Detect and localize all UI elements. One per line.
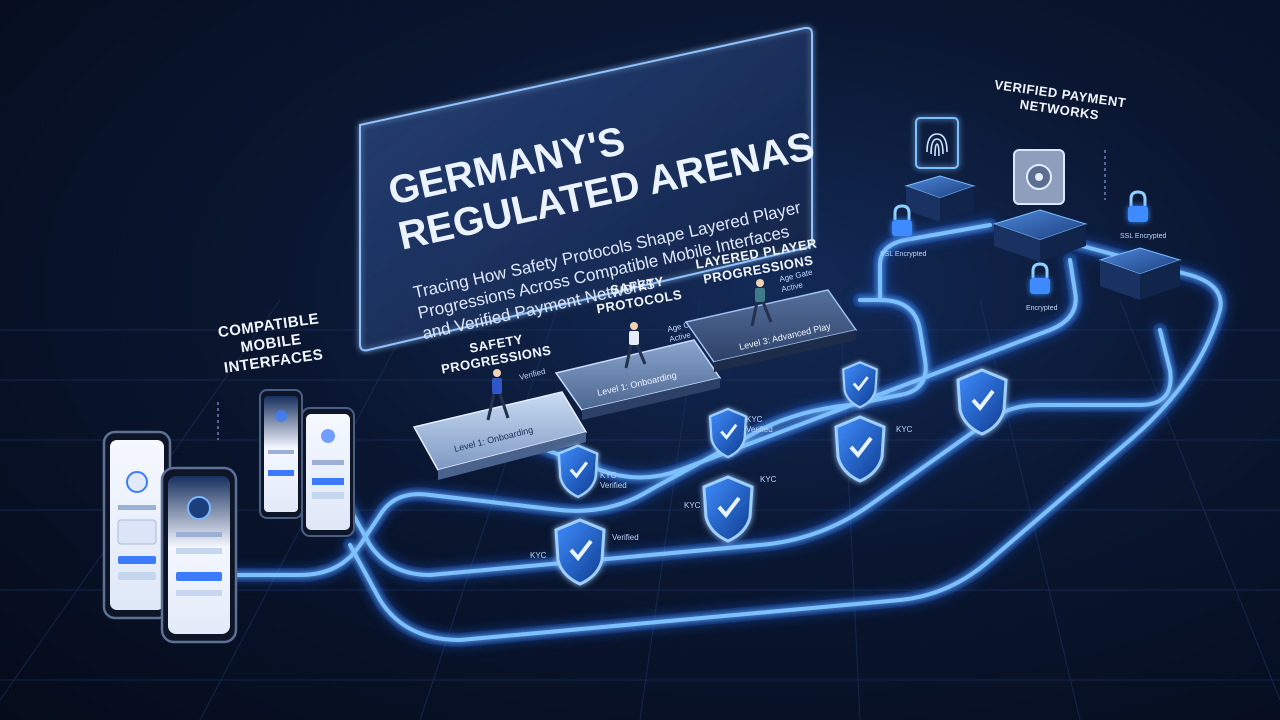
fingerprint-node (906, 118, 974, 222)
payment-network-group: VERIFIED PAYMENT NETWORKS (880, 77, 1180, 312)
phone-front-right (162, 468, 236, 642)
shield-icon (958, 370, 1006, 434)
lock-icon (892, 206, 912, 236)
phone-back-right (302, 408, 354, 536)
mobile-interfaces-group: COMPATIBLE MOBILE INTERFACES (104, 310, 354, 642)
vault-node (994, 150, 1086, 262)
shield-kyc-label-2: KYC (530, 551, 547, 560)
shield-kyc-label-6: KYC (896, 425, 913, 434)
lock-ssl-label-2: SSL Encrypted (1120, 233, 1167, 240)
shield-icon (559, 446, 597, 497)
lock-icon (1030, 264, 1050, 294)
shield-icon (704, 477, 752, 541)
shield-verified-label-1: Verified (600, 481, 627, 490)
fingerprint-icon (927, 134, 947, 156)
shield-verified-label-3: Verified (746, 425, 773, 434)
lock-encrypted-label: Encrypted (1026, 305, 1058, 312)
shield-verified-label-2: Verified (612, 533, 639, 542)
shield-kyc-label-1: KYC (600, 471, 617, 480)
phone-back-left (260, 390, 302, 518)
lock-icon (1128, 192, 1148, 222)
shield-kyc-label-3: KYC (746, 415, 763, 424)
shield-kyc-label-4: KYC (684, 501, 701, 510)
phone-front-left (104, 432, 170, 618)
lock-ssl-label-1: SSL Encrypted (880, 251, 927, 258)
shield-icon (556, 520, 604, 584)
platform-level-3: Level 3: Advanced Play Age Gate Active L… (686, 235, 856, 372)
shield-kyc-label-5: KYC (760, 475, 777, 484)
shield-icon (836, 417, 884, 481)
